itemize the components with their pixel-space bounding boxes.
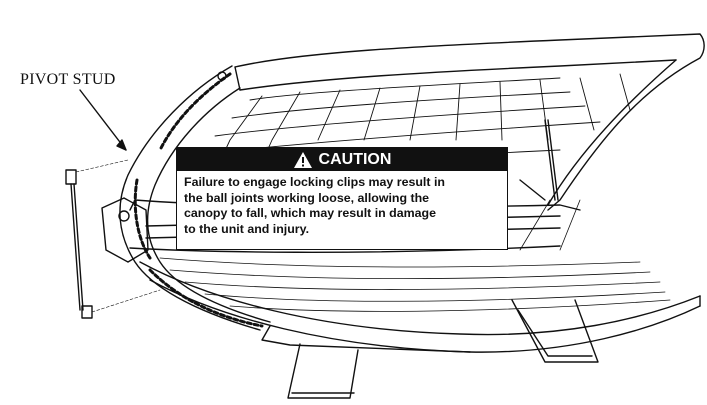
pivot-stud-label: PIVOT STUD bbox=[20, 71, 116, 88]
caution-notice: CAUTION Failure to engage locking clips … bbox=[176, 147, 508, 250]
pivot-stud-leader bbox=[79, 89, 127, 151]
support-strut-right bbox=[519, 119, 559, 201]
caution-text: Failure to engage locking clips may resu… bbox=[177, 171, 507, 237]
caution-line: to the unit and injury. bbox=[184, 221, 310, 236]
bed-lamps bbox=[159, 199, 671, 312]
support-strut-left bbox=[65, 159, 161, 319]
caution-line: canopy to fall, which may result in dama… bbox=[184, 206, 437, 220]
stand-legs bbox=[287, 299, 599, 399]
caution-title: CAUTION bbox=[318, 150, 392, 168]
caution-line: the ball joints working loose, allowing … bbox=[184, 190, 430, 205]
warning-triangle-icon bbox=[293, 151, 312, 168]
caution-line: Failure to engage locking clips may resu… bbox=[184, 175, 445, 189]
caution-header: CAUTION bbox=[177, 148, 507, 171]
canopy-shell bbox=[234, 33, 705, 211]
